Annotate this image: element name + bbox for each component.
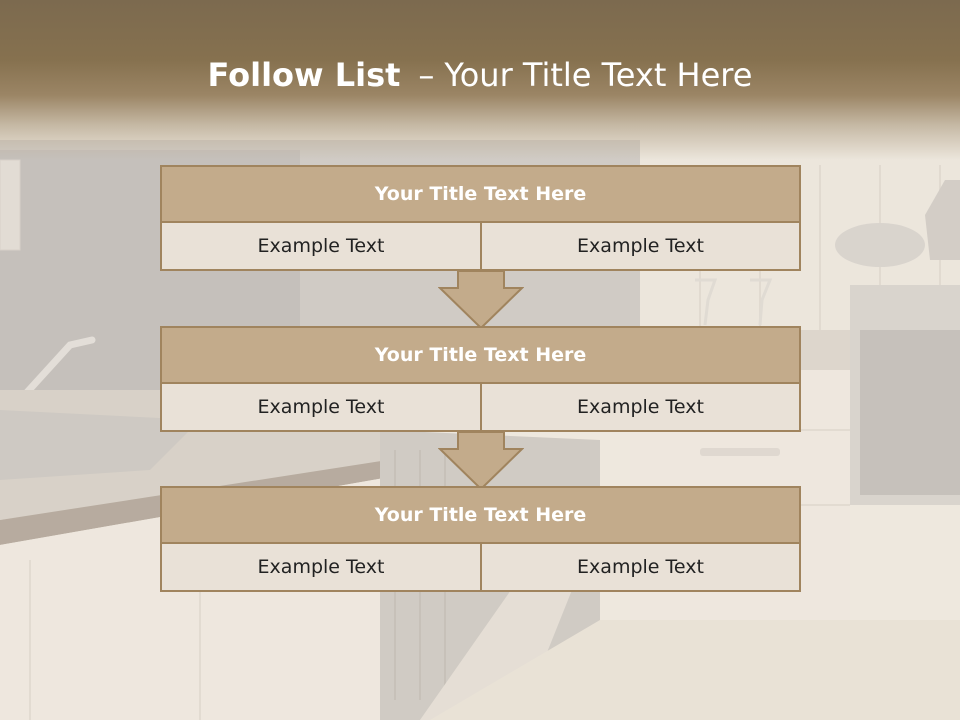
item-title: Your Title Text Here [160, 165, 801, 223]
item-left-text: Example Text [160, 542, 482, 592]
title-bold-part: Follow List [207, 56, 401, 94]
item-title: Your Title Text Here [160, 486, 801, 544]
title-separator: – [418, 56, 435, 94]
item-right-text: Example Text [480, 382, 801, 432]
slide-title: Follow List–Your Title Text Here [0, 52, 960, 98]
down-arrow-icon [438, 270, 524, 330]
item-right-text: Example Text [480, 221, 801, 271]
item-left-text: Example Text [160, 221, 482, 271]
header-band [0, 0, 960, 160]
follow-list-item-1: Your Title Text Here Example Text Exampl… [160, 165, 801, 271]
title-text-part: Your Title Text Here [444, 56, 753, 94]
follow-list-item-2: Your Title Text Here Example Text Exampl… [160, 326, 801, 432]
item-left-text: Example Text [160, 382, 482, 432]
follow-list-item-3: Your Title Text Here Example Text Exampl… [160, 486, 801, 592]
down-arrow-icon [438, 431, 524, 491]
item-right-text: Example Text [480, 542, 801, 592]
item-title: Your Title Text Here [160, 326, 801, 384]
